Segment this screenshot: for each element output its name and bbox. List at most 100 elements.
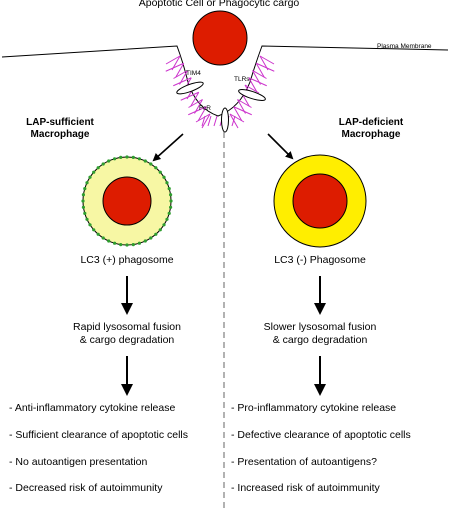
- actin-spike: [190, 92, 200, 107]
- left-header-line2: Macrophage: [30, 129, 90, 140]
- lc3-dot: [107, 239, 111, 243]
- fcr-label: FcR: [199, 105, 211, 112]
- lc3-dot: [125, 243, 129, 247]
- lc3-dot: [131, 155, 135, 159]
- right-header-line1: LAP-deficient: [338, 117, 404, 128]
- diagram-title: Apoptotic Cell or Phagocytic cargo: [138, 0, 300, 9]
- lc3-dot: [149, 236, 153, 240]
- lc3-dot: [169, 199, 173, 203]
- actin-spike: [244, 84, 260, 94]
- lc3-dot: [101, 236, 105, 240]
- lc3-dot: [81, 205, 85, 209]
- actin-spike: [201, 115, 206, 127]
- actin-spike: [173, 70, 188, 79]
- tlrs-label: TLRs: [234, 76, 250, 83]
- left-fusion-line2: & cargo degradation: [79, 334, 175, 346]
- actin-spike: [248, 77, 258, 92]
- actin-spike: [197, 106, 207, 121]
- lc3-dot: [119, 155, 123, 159]
- right-fusion-line2: & cargo degradation: [272, 334, 368, 346]
- lc3-dot: [154, 232, 158, 236]
- lc3-dot: [96, 232, 100, 236]
- lc3-dot: [167, 187, 171, 191]
- left-phagosome-cargo: [102, 176, 152, 226]
- actin-spike: [255, 63, 265, 78]
- lc3-dot: [92, 170, 96, 174]
- lc3-dot: [154, 166, 158, 170]
- lc3-dot: [101, 162, 105, 166]
- lc3-dot: [137, 241, 141, 245]
- actin-spike: [175, 63, 185, 78]
- lc3-dot: [107, 159, 111, 163]
- right-header: LAP-deficient Macrophage: [339, 117, 403, 141]
- lc3-dots: [81, 155, 173, 247]
- actin-spike: [180, 91, 199, 101]
- right-outcome-item: - Pro-inflammatory cytokine release: [231, 402, 397, 414]
- actin-spike: [237, 99, 252, 108]
- left-phagosome-label: LC3 (+) phagosome: [80, 254, 174, 266]
- lc3-dot: [83, 211, 87, 215]
- plasma-membrane-label: Plasma Membrane: [377, 43, 432, 50]
- lc3-dot: [162, 223, 166, 227]
- lc3-dot: [165, 217, 169, 221]
- actin-spike: [173, 77, 192, 87]
- lc3-dot: [169, 193, 173, 197]
- lc3-dot: [88, 175, 92, 179]
- actin-spike: [165, 62, 184, 72]
- arrow-right-diagonal: [267, 133, 294, 160]
- actin-spike: [188, 106, 207, 116]
- lc3-dot: [85, 217, 89, 221]
- right-header-line2: Macrophage: [341, 129, 401, 140]
- actin-spike: [259, 55, 275, 65]
- right-phagosome-label: LC3 (-) Phagosome: [274, 254, 366, 266]
- left-outcome-item: - Decreased risk of autoimmunity: [9, 482, 163, 494]
- lc3-dot: [143, 239, 147, 243]
- right-fusion-text: Slower lysosomal fusion & cargo degradat…: [264, 321, 377, 347]
- right-fusion-line1: Slower lysosomal fusion: [263, 321, 377, 333]
- lc3-dot: [137, 157, 141, 161]
- left-header: LAP-sufficient Macrophage: [26, 117, 94, 141]
- lc3-dot: [167, 211, 171, 215]
- tlrs-receptor: [238, 89, 266, 101]
- left-outcome-item: - Sufficient clearance of apoptotic cell…: [9, 429, 188, 441]
- tim4-receptor: [176, 81, 204, 95]
- tim4-label: TIM4: [186, 70, 201, 77]
- lc3-dot: [113, 241, 117, 245]
- actin-spikes: [165, 55, 275, 129]
- left-fusion-text: Rapid lysosomal fusion & cargo degradati…: [73, 321, 181, 347]
- lc3-dot: [81, 199, 85, 203]
- left-outcome-item: - Anti-inflammatory cytokine release: [9, 402, 176, 414]
- actin-spike: [213, 115, 218, 127]
- lc3-dot: [131, 243, 135, 247]
- left-outcome-item: - No autoantigen presentation: [9, 456, 148, 468]
- lc3-dot: [85, 181, 89, 185]
- right-outcome-item: - Defective clearance of apoptotic cells: [231, 429, 411, 441]
- lc3-dot: [113, 157, 117, 161]
- actin-spike: [229, 113, 245, 123]
- actin-spike: [201, 113, 211, 129]
- actin-spike: [252, 70, 267, 79]
- lc3-dot: [169, 205, 173, 209]
- actin-spike: [207, 115, 212, 127]
- lc3-dot: [149, 162, 153, 166]
- actin-spike: [195, 113, 211, 123]
- actin-spike: [188, 99, 203, 108]
- fcr-receptor: [221, 107, 229, 133]
- right-phagosome-cargo: [292, 173, 348, 229]
- apoptotic-cargo: [192, 10, 248, 66]
- lc3-dot: [81, 193, 85, 197]
- lc3-dot: [165, 181, 169, 185]
- actin-spike: [233, 106, 252, 116]
- lc3-dot: [162, 175, 166, 179]
- actin-spike: [256, 62, 275, 72]
- right-outcome-item: - Presentation of autoantigens?: [231, 456, 377, 468]
- lc3-dot: [92, 228, 96, 232]
- lc3-dot: [125, 155, 129, 159]
- arrow-left-diagonal: [152, 133, 184, 162]
- actin-spike: [248, 77, 267, 87]
- left-header-line1: LAP-sufficient: [26, 117, 94, 128]
- actin-spike: [165, 55, 181, 65]
- lc3-dot: [88, 223, 92, 227]
